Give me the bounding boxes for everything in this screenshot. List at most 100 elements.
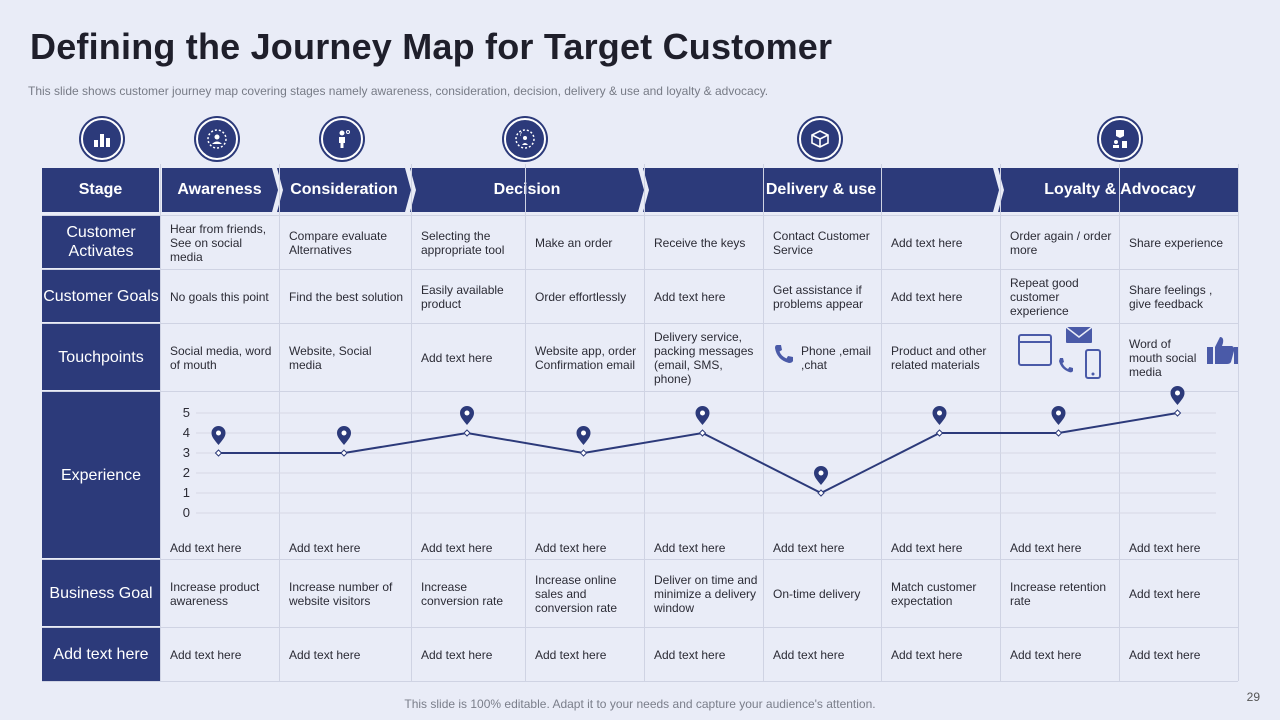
data-point-marker bbox=[1054, 429, 1063, 437]
table-cell-touchpoints: Phone ,email ,chat bbox=[801, 344, 872, 372]
thumbs-up-icon bbox=[1207, 337, 1238, 364]
map-pin-dot bbox=[937, 410, 942, 416]
map-pin-dot bbox=[818, 470, 824, 476]
phone-icon bbox=[775, 345, 793, 363]
data-point-marker bbox=[579, 449, 588, 457]
table-cell-extra: Add text here bbox=[1129, 648, 1201, 662]
data-point-marker bbox=[214, 449, 223, 457]
data-point-marker bbox=[935, 429, 944, 437]
row-label-extra: Add text here bbox=[42, 628, 160, 681]
header-consideration: Consideration bbox=[290, 181, 398, 198]
row-label-experience: Experience bbox=[42, 392, 160, 558]
table-cell-extra: Add text here bbox=[654, 648, 726, 662]
y-tick-label: 3 bbox=[182, 445, 190, 460]
table-cell-extra: Add text here bbox=[170, 648, 242, 662]
experience-caption: Add text here bbox=[891, 541, 963, 555]
grid-line-vertical bbox=[279, 164, 280, 681]
package-box-icon bbox=[799, 118, 841, 160]
grid-line-horizontal bbox=[42, 559, 1238, 560]
map-pin-dot bbox=[464, 410, 470, 416]
table-cell-activates: Selecting the appropriate tool bbox=[421, 229, 505, 257]
table-cell-business: Increase retention rate bbox=[1010, 580, 1107, 608]
grid-line-horizontal bbox=[42, 681, 1238, 682]
grid-line-vertical bbox=[411, 164, 412, 681]
table-cell-business: Match customer expectation bbox=[891, 580, 977, 608]
person-thinking-icon bbox=[321, 118, 363, 160]
header-delivery: Delivery & use bbox=[765, 181, 877, 198]
y-tick-label: 2 bbox=[182, 465, 190, 480]
experience-caption: Add text here bbox=[289, 541, 361, 555]
row-label-business-goal: Business Goal bbox=[42, 560, 160, 626]
table-cell-activates: Receive the keys bbox=[654, 236, 746, 250]
table-cell-goals: Get assistance if problems appear bbox=[773, 283, 864, 311]
table-cell-activates: Hear from friends, See on social media bbox=[170, 222, 267, 264]
table-cell-goals: Add text here bbox=[654, 290, 726, 304]
table-cell-extra: Add text here bbox=[535, 648, 607, 662]
data-point-marker bbox=[340, 449, 348, 457]
page-number: 29 bbox=[1246, 690, 1260, 704]
header-stage: Stage bbox=[78, 181, 123, 198]
table-cell-touchpoints: Website app, order Confirmation email bbox=[535, 344, 637, 372]
table-cell-goals: Easily available product bbox=[421, 283, 504, 311]
table-cell-touchpoints: Social media, word of mouth bbox=[170, 344, 272, 372]
table-cell-goals: Repeat good customer experience bbox=[1010, 276, 1079, 318]
grid-line-horizontal bbox=[42, 323, 1238, 324]
experience-caption: Add text here bbox=[535, 541, 607, 555]
row-label-customer-goals: Customer Goals bbox=[42, 270, 160, 322]
header-loyalty: Loyalty & Advocacy bbox=[1044, 181, 1196, 198]
table-cell-goals: Find the best solution bbox=[289, 290, 404, 304]
svg-text:?: ? bbox=[519, 131, 522, 138]
experience-caption: Add text here bbox=[170, 541, 242, 555]
data-point-marker bbox=[1173, 409, 1182, 417]
table-cell-goals: Share feelings , give feedback bbox=[1129, 283, 1213, 311]
data-point-marker bbox=[463, 429, 471, 437]
grid-line-horizontal bbox=[42, 215, 1238, 216]
table-cell-extra: Add text here bbox=[773, 648, 845, 662]
table-cell-business: Increase conversion rate bbox=[421, 580, 504, 608]
table-cell-goals: No goals this point bbox=[170, 290, 269, 304]
experience-caption: Add text here bbox=[654, 541, 726, 555]
table-cell-activates: Add text here bbox=[891, 236, 963, 250]
map-pin-dot bbox=[1056, 410, 1061, 416]
map-pin-dot bbox=[216, 430, 221, 436]
grid-line-horizontal bbox=[42, 391, 1238, 392]
header-decision: Decision bbox=[493, 181, 561, 198]
data-point-marker bbox=[698, 429, 707, 437]
table-cell-extra: Add text here bbox=[1010, 648, 1082, 662]
experience-caption: Add text here bbox=[773, 541, 845, 555]
table-cell-touchpoints: Product and other related materials bbox=[891, 344, 987, 372]
table-cell-business: Add text here bbox=[1129, 587, 1201, 601]
grid-line-vertical bbox=[1000, 164, 1001, 681]
table-cell-business: Increase product awareness bbox=[170, 580, 260, 608]
experience-caption: Add text here bbox=[421, 541, 493, 555]
data-point-marker bbox=[817, 489, 825, 497]
slide-footer: This slide is 100% editable. Adapt it to… bbox=[404, 697, 876, 711]
table-cell-activates: Contact Customer Service bbox=[773, 229, 870, 257]
map-pin-dot bbox=[1175, 390, 1180, 396]
table-cell-business: Increase number of website visitors bbox=[289, 580, 393, 608]
y-tick-label: 5 bbox=[182, 405, 190, 420]
grid-line-vertical bbox=[525, 164, 526, 681]
grid-line-vertical bbox=[644, 164, 645, 681]
table-cell-extra: Add text here bbox=[421, 648, 493, 662]
map-pin-dot bbox=[581, 430, 586, 436]
stage-chevrons bbox=[42, 168, 1238, 212]
grid-line-vertical bbox=[763, 164, 764, 681]
table-cell-business: Increase online sales and conversion rat… bbox=[535, 573, 618, 615]
experience-caption: Add text here bbox=[1010, 541, 1082, 555]
table-cell-touchpoints: Website, Social media bbox=[289, 344, 372, 372]
table-cell-touchpoints: Delivery service, packing messages (emai… bbox=[654, 330, 754, 386]
map-pin-dot bbox=[341, 430, 347, 436]
row-label-touchpoints: Touchpoints bbox=[42, 324, 160, 390]
decision-question-icon: ? bbox=[504, 118, 546, 160]
table-cell-touchpoints: Add text here bbox=[421, 351, 493, 365]
table-cell-touchpoints: Word of mouth social media bbox=[1129, 337, 1197, 379]
table-cell-goals: Order effortlessly bbox=[535, 290, 627, 304]
table-cell-activates: Share experience bbox=[1129, 236, 1224, 250]
grid-line-horizontal bbox=[42, 269, 1238, 270]
y-tick-label: 4 bbox=[182, 425, 190, 440]
slide-subtitle: This slide shows customer journey map co… bbox=[28, 84, 769, 98]
bar-chart-icon bbox=[81, 118, 123, 160]
grid-line-horizontal bbox=[42, 627, 1238, 628]
megaphone-person-icon bbox=[196, 118, 238, 160]
